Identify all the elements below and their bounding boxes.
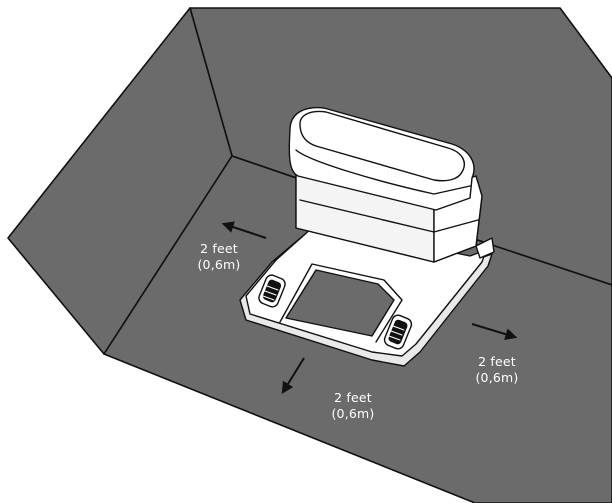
clearance-metric-right: (0,6m) — [475, 370, 519, 385]
clearance-label-right: 2 feet (0,6m) — [452, 354, 542, 386]
arrow-icon — [221, 221, 267, 239]
arrow-icon — [281, 357, 305, 395]
arrow-icon — [471, 323, 518, 340]
clearance-arrows — [221, 221, 518, 395]
dock-inner-opening — [285, 269, 395, 337]
wheel-icon — [383, 314, 413, 350]
clearance-label-bottom: 2 feet (0,6m) — [308, 390, 398, 422]
clearance-metric-bottom: (0,6m) — [331, 406, 375, 421]
dock-inner-rim — [279, 263, 403, 343]
wheel-icon — [258, 274, 286, 308]
charging-dock — [239, 106, 495, 367]
clearance-label-left: 2 feet (0,6m) — [174, 241, 264, 273]
clearance-distance-left: 2 feet — [200, 241, 238, 256]
clearance-distance-right: 2 feet — [478, 354, 516, 369]
dock-tower-seam — [299, 199, 479, 233]
dock-side-ledge — [475, 237, 495, 259]
dock-tower-lid-top — [299, 110, 466, 182]
dock-lid-seam — [295, 149, 471, 195]
clearance-metric-left: (0,6m) — [197, 257, 241, 272]
clearance-distance-bottom: 2 feet — [334, 390, 372, 405]
